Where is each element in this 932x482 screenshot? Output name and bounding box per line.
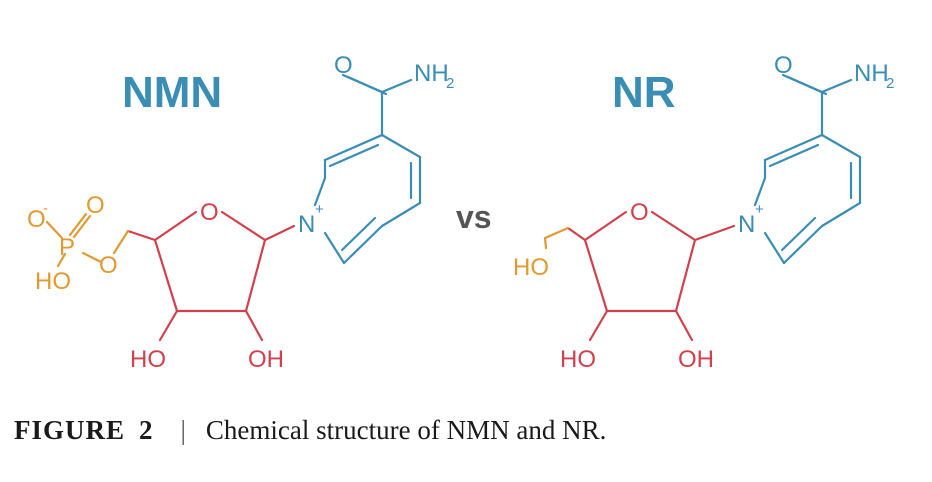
nr-hydroxymethyl — [543, 226, 570, 250]
nmn-phosphate-o-link: O — [99, 252, 118, 279]
nmn-ring-n-charge: + — [315, 201, 324, 218]
nmn-amide-nh: NH — [414, 60, 449, 87]
nmn-phosphate-minus: - — [43, 200, 48, 217]
nr-ring-o: O — [630, 199, 649, 226]
vs-label: vs — [456, 199, 492, 235]
nr-amide-sub: 2 — [886, 75, 894, 92]
figure-caption: FIGURE 2 | Chemical structure of NMN and… — [14, 415, 606, 455]
nr-structure: NR O NH 2 N + — [513, 52, 894, 373]
nmn-phosphate-p: P — [59, 234, 75, 261]
nmn-pyridine-ring — [313, 73, 422, 265]
caption-number: 2 — [139, 415, 153, 445]
nr-title: NR — [612, 68, 676, 117]
nmn-ring-o: O — [200, 199, 219, 226]
nr-ho-chain: HO — [513, 254, 549, 281]
nr-oh-left: HO — [560, 346, 596, 373]
nmn-ribose — [126, 210, 296, 342]
nr-ring-n: N — [738, 211, 755, 238]
nr-amide-nh: NH — [854, 60, 889, 87]
nr-ribose — [566, 210, 736, 342]
nmn-ring-n: N — [298, 211, 315, 238]
chemical-structure-figure: NMN O NH 2 N + — [27, 52, 894, 373]
nmn-structure: NMN O NH 2 N + — [27, 52, 454, 373]
caption-text: Chemical structure of NMN and NR. — [205, 415, 607, 445]
nr-carbonyl-o: O — [774, 52, 793, 79]
nmn-amide-sub: 2 — [446, 75, 454, 92]
nr-pyridine-ring — [753, 73, 862, 265]
nr-ring-n-charge: + — [755, 201, 764, 218]
nr-oh-right: OH — [678, 346, 714, 373]
caption-separator: | — [180, 415, 186, 445]
nmn-oh-left: HO — [130, 346, 166, 373]
nmn-phosphate-ho: HO — [35, 268, 71, 295]
nmn-oh-right: OH — [248, 346, 284, 373]
nmn-carbonyl-o: O — [334, 52, 353, 79]
caption-label: FIGURE — [14, 415, 126, 445]
nmn-phosphate: O - O P HO O — [27, 192, 130, 295]
nmn-phosphate-o-minus: O — [27, 206, 46, 233]
nmn-phosphate-o-double: O — [86, 192, 105, 219]
nmn-title: NMN — [122, 68, 222, 117]
